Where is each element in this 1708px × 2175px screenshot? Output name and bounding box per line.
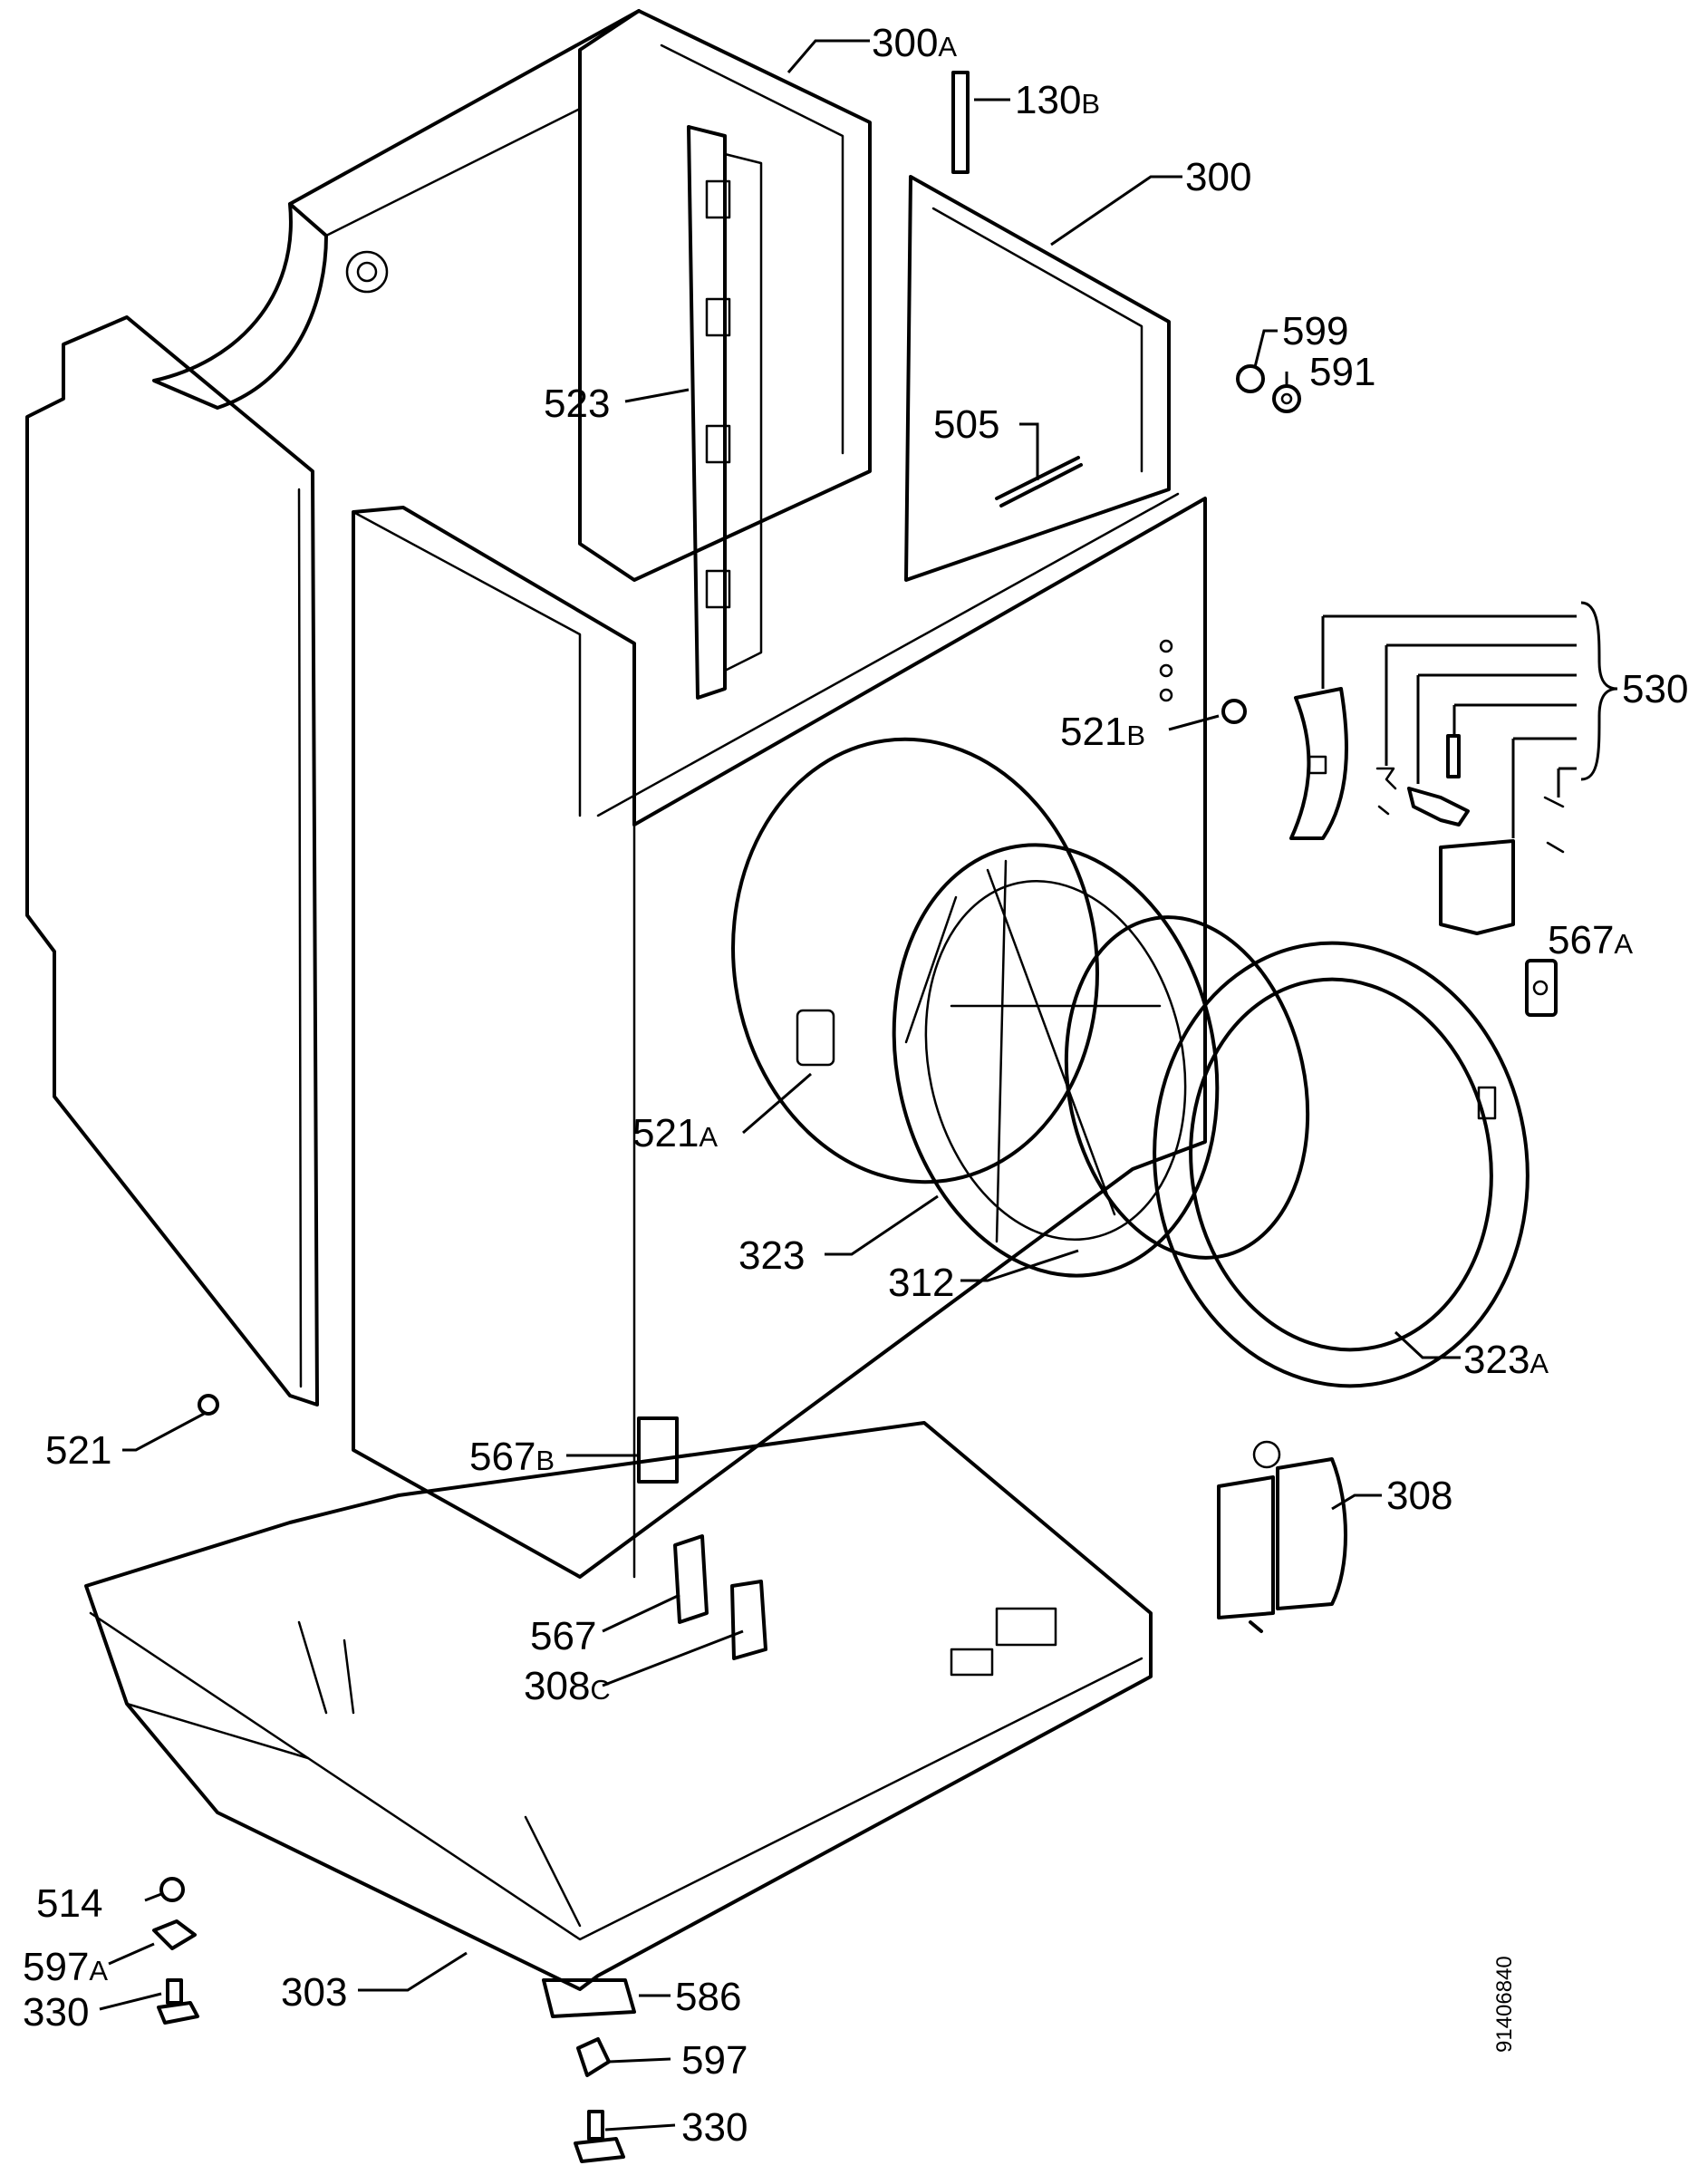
feet-and-screws xyxy=(152,1394,636,2163)
callout-c530: 530 xyxy=(1622,667,1688,711)
callout-c300: 300 xyxy=(1185,155,1251,199)
callout-c308c: 308C xyxy=(524,1664,611,1708)
callout-c130b: 130B xyxy=(1015,78,1100,122)
callout-c521b: 521B xyxy=(1060,710,1145,754)
callout-c523: 523 xyxy=(544,382,610,426)
callout-c303: 303 xyxy=(281,1970,347,2015)
callout-c597: 597 xyxy=(681,2038,748,2083)
callout-c505: 505 xyxy=(933,402,999,447)
callout-c323: 323 xyxy=(738,1233,805,1278)
callout-c567: 567 xyxy=(530,1614,596,1658)
rear-frame-300a xyxy=(152,9,872,582)
drum-assembly xyxy=(731,737,1310,1278)
cabinet-body xyxy=(352,492,1207,1579)
top-frame-300 xyxy=(904,175,1171,582)
callout-c586: 586 xyxy=(675,1975,741,2019)
callout-c308: 308 xyxy=(1386,1474,1452,1518)
callout-c597a: 597A xyxy=(23,1945,108,1989)
callout-c591: 591 xyxy=(1309,350,1375,394)
callout-c330: 330 xyxy=(681,2105,748,2150)
leader-lines xyxy=(99,39,1461,2132)
group-530-bracket xyxy=(1321,601,1618,838)
callout-c312: 312 xyxy=(888,1261,954,1305)
callout-labels: 300A 130B 300 599 591 523 505 530 521B 5… xyxy=(23,21,1688,2150)
callout-c330l: 330 xyxy=(23,1990,89,2035)
left-side-panel xyxy=(25,315,319,1406)
callout-c599: 599 xyxy=(1282,309,1348,353)
callout-c521a: 521A xyxy=(632,1111,718,1155)
callout-c567b: 567B xyxy=(469,1435,555,1479)
slide-rail-523 xyxy=(687,125,763,700)
callout-c567a: 567A xyxy=(1548,918,1633,962)
callout-c514: 514 xyxy=(36,1881,102,1926)
document-number: 91406840 xyxy=(1492,1956,1517,2053)
hinge-308 xyxy=(1217,1440,1347,1633)
callout-c300a: 300A xyxy=(872,21,957,65)
callout-c521: 521 xyxy=(45,1428,111,1473)
door-323a xyxy=(1153,941,1529,1388)
callout-c323a: 323A xyxy=(1463,1338,1549,1382)
base-frame-303 xyxy=(84,1421,1153,1991)
